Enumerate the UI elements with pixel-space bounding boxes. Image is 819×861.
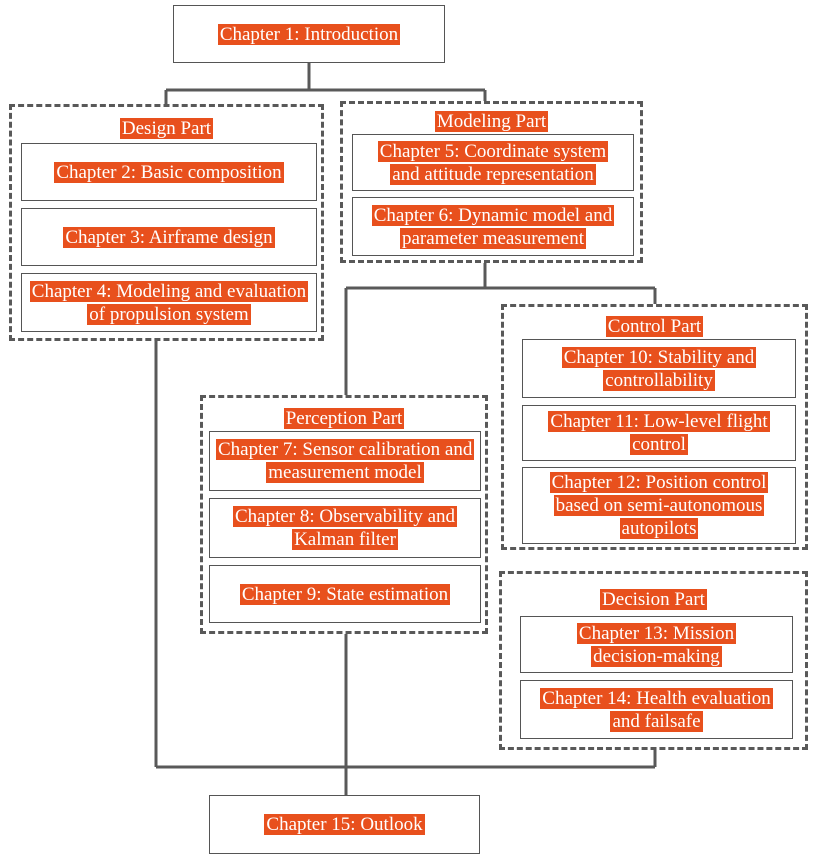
chapter-6-label: Chapter 6: Dynamic model and parameter m… xyxy=(371,204,615,249)
chapter-5-box: Chapter 5: Coordinate system and attitud… xyxy=(352,134,634,191)
chapter-1-box: Chapter 1: Introduction xyxy=(173,5,445,63)
design-part-group: Design Part Chapter 2: Basic composition… xyxy=(9,104,324,341)
chapter-12-box: Chapter 12: Position control based on se… xyxy=(522,467,796,544)
decision-part-title: Decision Part xyxy=(600,589,707,610)
design-part-title: Design Part xyxy=(119,118,214,139)
chapter-2-box: Chapter 2: Basic composition xyxy=(21,143,317,201)
chapter-14-label: Chapter 14: Health evaluation and failsa… xyxy=(540,687,773,732)
chapter-2-label: Chapter 2: Basic composition xyxy=(54,161,284,183)
control-part-title: Control Part xyxy=(605,316,704,337)
control-part-group: Control Part Chapter 10: Stability and c… xyxy=(501,304,808,550)
chapter-14-box: Chapter 14: Health evaluation and failsa… xyxy=(520,680,793,739)
chapter-3-box: Chapter 3: Airframe design xyxy=(21,208,317,266)
chapter-9-label: Chapter 9: State estimation xyxy=(239,583,451,605)
modeling-part-group: Modeling Part Chapter 5: Coordinate syst… xyxy=(340,101,643,263)
chapter-3-label: Chapter 3: Airframe design xyxy=(63,226,275,248)
modeling-part-title: Modeling Part xyxy=(434,111,549,132)
chapter-7-box: Chapter 7: Sensor calibration and measur… xyxy=(209,431,481,491)
chapter-4-box: Chapter 4: Modeling and evaluation of pr… xyxy=(21,273,317,332)
chapter-8-label: Chapter 8: Observability and Kalman filt… xyxy=(232,506,458,550)
chapter-8-box: Chapter 8: Observability and Kalman filt… xyxy=(209,498,481,558)
perception-part-group: Perception Part Chapter 7: Sensor calibr… xyxy=(200,395,488,634)
chapter-7-label: Chapter 7: Sensor calibration and measur… xyxy=(216,439,475,483)
chapter-6-box: Chapter 6: Dynamic model and parameter m… xyxy=(352,197,634,256)
chapter-13-box: Chapter 13: Mission decision-making xyxy=(520,616,793,673)
connector-modeling-to-perception-control xyxy=(344,263,657,395)
chapter-11-label: Chapter 11: Low-level flight control xyxy=(548,411,770,455)
chapter-11-box: Chapter 11: Low-level flight control xyxy=(522,405,796,461)
chapter-5-label: Chapter 5: Coordinate system and attitud… xyxy=(377,140,609,185)
chapter-4-label: Chapter 4: Modeling and evaluation of pr… xyxy=(29,280,309,325)
decision-part-group: Decision Part Chapter 13: Mission decisi… xyxy=(499,571,808,750)
connector-intro-to-parts xyxy=(164,63,487,104)
connector-to-outlook xyxy=(154,341,657,795)
chapter-10-box: Chapter 10: Stability and controllabilit… xyxy=(522,339,796,398)
chapter-13-label: Chapter 13: Mission decision-making xyxy=(576,622,737,667)
perception-part-title: Perception Part xyxy=(283,408,405,429)
chapter-15-box: Chapter 15: Outlook xyxy=(209,795,480,854)
chapter-10-label: Chapter 10: Stability and controllabilit… xyxy=(561,346,757,391)
chapter-9-box: Chapter 9: State estimation xyxy=(209,565,481,623)
chapter-15-label: Chapter 15: Outlook xyxy=(264,814,425,835)
chapter-1-label: Chapter 1: Introduction xyxy=(217,23,401,45)
chapter-12-label: Chapter 12: Position control based on se… xyxy=(549,472,769,539)
